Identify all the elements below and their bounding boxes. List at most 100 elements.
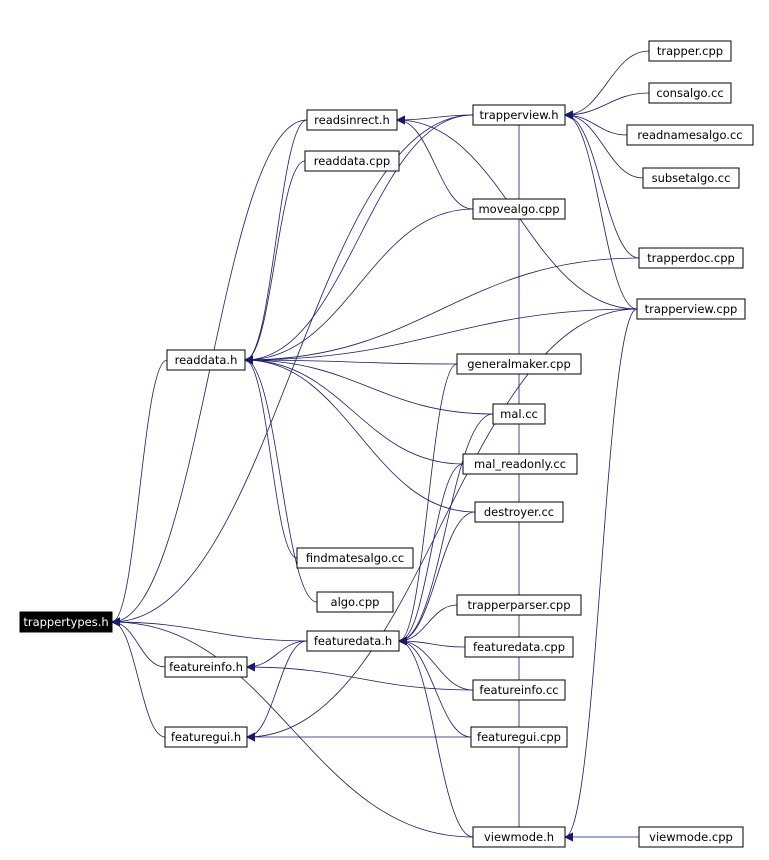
node-featuredata_h[interactable]: featuredata.h [306,630,400,652]
node-subsetalgo_cc[interactable]: subsetalgo.cc [642,167,740,189]
edge-layer [111,50,650,842]
edge-generalmaker_cpp-to-readdata_h [244,355,458,365]
edge-readsinrect_h-to-trappertypes_h [111,119,308,627]
edge-featureinfo_cc-to-featureinfo_h [246,662,474,691]
node-box [470,726,568,748]
node-label: generalmaker.cpp [467,357,571,371]
node-box [164,726,248,748]
edge-mal_readonly_cc-to-featuredata_h [398,463,464,646]
node-box [456,594,582,616]
edge-featuredata_h-to-featuregui_h [246,640,308,742]
node-trapperview_h[interactable]: trapperview.h [472,104,566,126]
node-label: trapperview.cpp [645,302,738,316]
node-viewmode_h[interactable]: viewmode.h [472,826,566,848]
node-label: readdata.h [175,353,238,367]
node-featuredata_cpp[interactable]: featuredata.cpp [464,636,574,658]
edge-subsetalgo_cc-to-trapperview_h [564,110,644,179]
node-label: featureinfo.cc [479,683,558,697]
node-box [492,403,546,425]
node-box [464,636,574,658]
node-box [472,679,566,701]
node-box [316,591,394,613]
node-featuregui_h[interactable]: featuregui.h [164,726,248,748]
edge-readdata_h-to-trappertypes_h [111,359,168,627]
edge-trapperview_cpp-to-viewmode_h [564,308,638,842]
node-box [474,501,564,523]
edge-mal_cc-to-featuredata_h [398,413,494,646]
edge-generalmaker_cpp-to-featuredata_h [398,363,458,646]
edge-trapperview_h-to-trappertypes_h [111,114,474,627]
node-label: findmatesalgo.cc [306,551,404,565]
edge-featureinfo_h-to-trappertypes_h [111,617,166,668]
node-box [304,150,400,172]
edge-movealgo_cpp-to-readdata_h [244,208,474,365]
edge-movealgo_cpp-to-readsinrect_h [396,115,474,210]
node-label: consalgo.cc [656,86,723,100]
edge-trapperview_cpp-to-featuregui_h [246,308,638,742]
node-mal_cc[interactable]: mal.cc [492,403,546,425]
node-label: mal_readonly.cc [474,457,566,471]
node-box [648,82,732,104]
edge-featuredata_h-to-trappertypes_h [111,617,308,642]
node-destroyer_cc[interactable]: destroyer.cc [474,501,564,523]
node-box [19,611,113,633]
node-label: readsinrect.h [314,113,390,127]
node-trapperview_cpp[interactable]: trapperview.cpp [636,298,746,320]
edge-destroyer_cc-to-readdata_h [244,355,476,513]
node-box [648,40,732,62]
node-trapperparser_cpp[interactable]: trapperparser.cpp [456,594,582,616]
node-featureinfo_cc[interactable]: featureinfo.cc [472,679,566,701]
node-generalmaker_cpp[interactable]: generalmaker.cpp [456,353,582,375]
node-label: trapperview.h [479,108,558,122]
node-viewmode_cpp[interactable]: viewmode.cpp [638,826,744,848]
node-readnamesalgo_cc[interactable]: readnamesalgo.cc [626,124,754,146]
node-label: featureinfo.h [169,660,243,674]
node-label: trapperparser.cpp [467,598,570,612]
node-featureinfo_h[interactable]: featureinfo.h [164,656,248,678]
edge-readsinrect_h-to-readdata_h [244,119,308,365]
edge-readnamesalgo_cc-to-trapperview_h [564,110,628,136]
node-box [462,453,578,475]
edge-trapperdoc_cpp-to-readdata_h [244,257,640,365]
node-label: trappertypes.h [23,615,108,629]
edge-trapperview_cpp-to-trapperview_h [564,110,638,310]
node-box [166,349,246,371]
node-label: mal.cc [500,407,538,421]
node-trapperdoc_cpp[interactable]: trapperdoc.cpp [638,247,744,269]
edge-trapperdoc_cpp-to-trapperview_h [564,110,640,259]
node-label: algo.cpp [331,595,380,609]
edge-featuregui_h-to-trappertypes_h [111,617,166,738]
node-findmatesalgo_cc[interactable]: findmatesalgo.cc [296,547,414,569]
node-box [472,826,566,848]
node-label: viewmode.cpp [649,830,733,844]
node-algo_cpp[interactable]: algo.cpp [316,591,394,613]
node-label: destroyer.cc [484,505,554,519]
node-box [456,353,582,375]
node-movealgo_cpp[interactable]: movealgo.cpp [472,198,566,220]
edge-consalgo_cc-to-trapperview_h [564,92,650,120]
node-consalgo_cc[interactable]: consalgo.cc [648,82,732,104]
edge-featureinfo_cc-to-featuredata_h [398,636,474,691]
edge-mal_readonly_cc-to-readdata_h [244,355,464,465]
edge-trapperview_cpp-to-readdata_h [244,308,638,365]
edge-trapper_cpp-to-trapperview_h [564,50,650,120]
node-box [626,124,754,146]
node-mal_readonly_cc[interactable]: mal_readonly.cc [462,453,578,475]
node-box [636,298,746,320]
node-readsinrect_h[interactable]: readsinrect.h [306,109,398,131]
node-readdata_h[interactable]: readdata.h [166,349,246,371]
node-featuregui_cpp[interactable]: featuregui.cpp [470,726,568,748]
edge-readdata_cpp-to-readdata_h [244,160,306,365]
node-label: readnamesalgo.cc [637,128,742,142]
node-trapper_cpp[interactable]: trapper.cpp [648,40,732,62]
node-layer: trappertypes.h readdata.h readsinrect.h rea… [19,40,754,848]
node-box [472,198,566,220]
edge-viewmode_h-to-trappertypes_h [111,617,474,838]
node-box [306,109,398,131]
node-label: readdata.cpp [314,154,390,168]
node-label: subsetalgo.cc [652,171,731,185]
node-box [638,826,744,848]
node-trappertypes_h[interactable]: trappertypes.h [19,611,113,633]
node-readdata_cpp[interactable]: readdata.cpp [304,150,400,172]
